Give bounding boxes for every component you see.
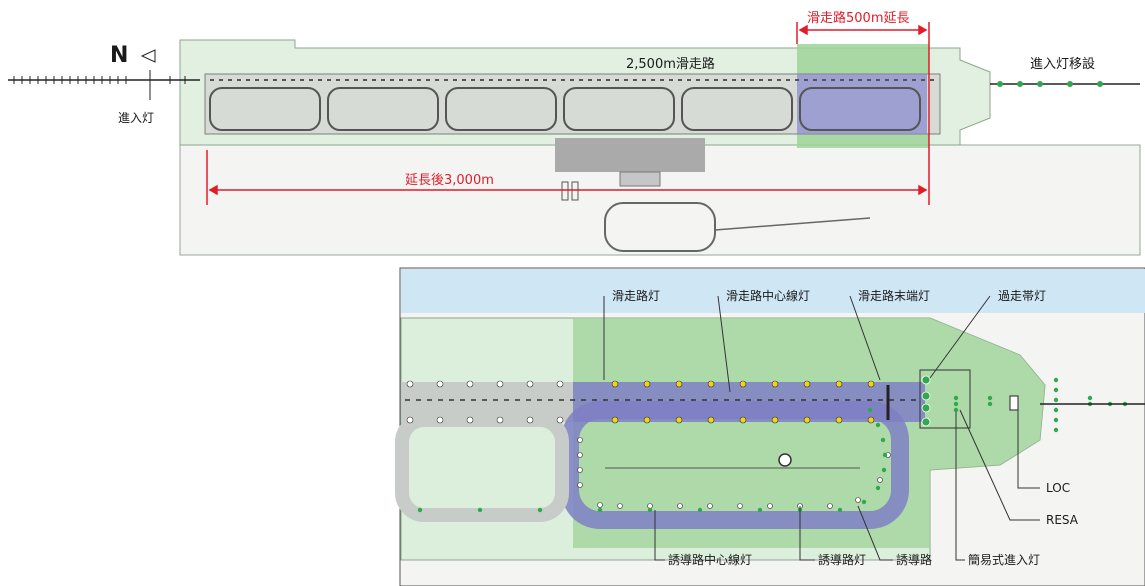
callout-runway-edge-lights: 滑走路灯 <box>612 288 660 303</box>
overrun-lights <box>921 375 931 427</box>
access-road-loop <box>604 202 716 252</box>
taxiway-loops <box>209 87 921 131</box>
approach-light-ticks <box>13 70 186 100</box>
extension-label: 滑走路500m延長 <box>807 10 909 26</box>
taxiway-centerline-lights <box>417 407 888 513</box>
runway-edge-lights <box>611 380 875 424</box>
total-length-label: 延長後3,000m <box>405 173 494 188</box>
detail-taxiway-existing <box>395 413 569 522</box>
detail-extension-area <box>573 318 1045 548</box>
extension-annotation <box>796 22 930 205</box>
approach-light-label: 進入灯 <box>118 111 154 125</box>
access-road <box>714 217 871 231</box>
parking-structure-b <box>571 181 579 201</box>
loc-antenna <box>1009 395 1019 411</box>
callout-taxiway-edge-lights: 誘導路灯 <box>818 552 866 567</box>
relocated-approach-lights <box>997 81 1103 87</box>
top-plan: N 進入灯 2,500m滑走路 進入灯移設 滑走路500m延長 延長後3,000… <box>8 10 1141 256</box>
sea-area <box>401 269 1145 313</box>
callout-resa: RESA <box>1046 513 1079 527</box>
detail-view: 滑走路灯 滑走路中心線灯 滑走路末端灯 過走帯灯 LOC RESA 誘導路中心線… <box>395 267 1145 586</box>
runway-label: 2,500m滑走路 <box>626 56 715 72</box>
terminal-building <box>619 171 661 187</box>
relocation-label: 進入灯移設 <box>1030 56 1095 72</box>
north-arrow-icon <box>140 49 156 63</box>
callout-leaders <box>603 295 1040 561</box>
callout-simple-approach-lights: 簡易式進入灯 <box>968 552 1040 567</box>
callout-taxiway: 誘導路 <box>896 552 932 567</box>
wind-indicator-icon <box>778 453 792 467</box>
extension-runway-band <box>797 74 927 134</box>
terminal-apron <box>555 138 705 172</box>
callout-loc: LOC <box>1046 481 1070 495</box>
callout-overrun-lights: 過走帯灯 <box>998 289 1046 303</box>
runway-edge-lights-existing <box>406 380 564 424</box>
overrun-area <box>919 369 971 429</box>
total-length-annotation <box>206 150 928 205</box>
parking-structure-a <box>561 181 569 201</box>
detail-taxiway-loop <box>561 401 909 529</box>
north-symbol: N <box>110 43 128 68</box>
taxiway-edge-lights <box>577 437 891 509</box>
callout-runway-centerline-lights: 滑走路中心線灯 <box>726 288 810 303</box>
callout-taxiway-centerline-lights: 誘導路中心線灯 <box>668 552 752 567</box>
callout-runway-end-lights: 滑走路末端灯 <box>858 288 930 303</box>
simple-approach-lights <box>953 377 1128 433</box>
